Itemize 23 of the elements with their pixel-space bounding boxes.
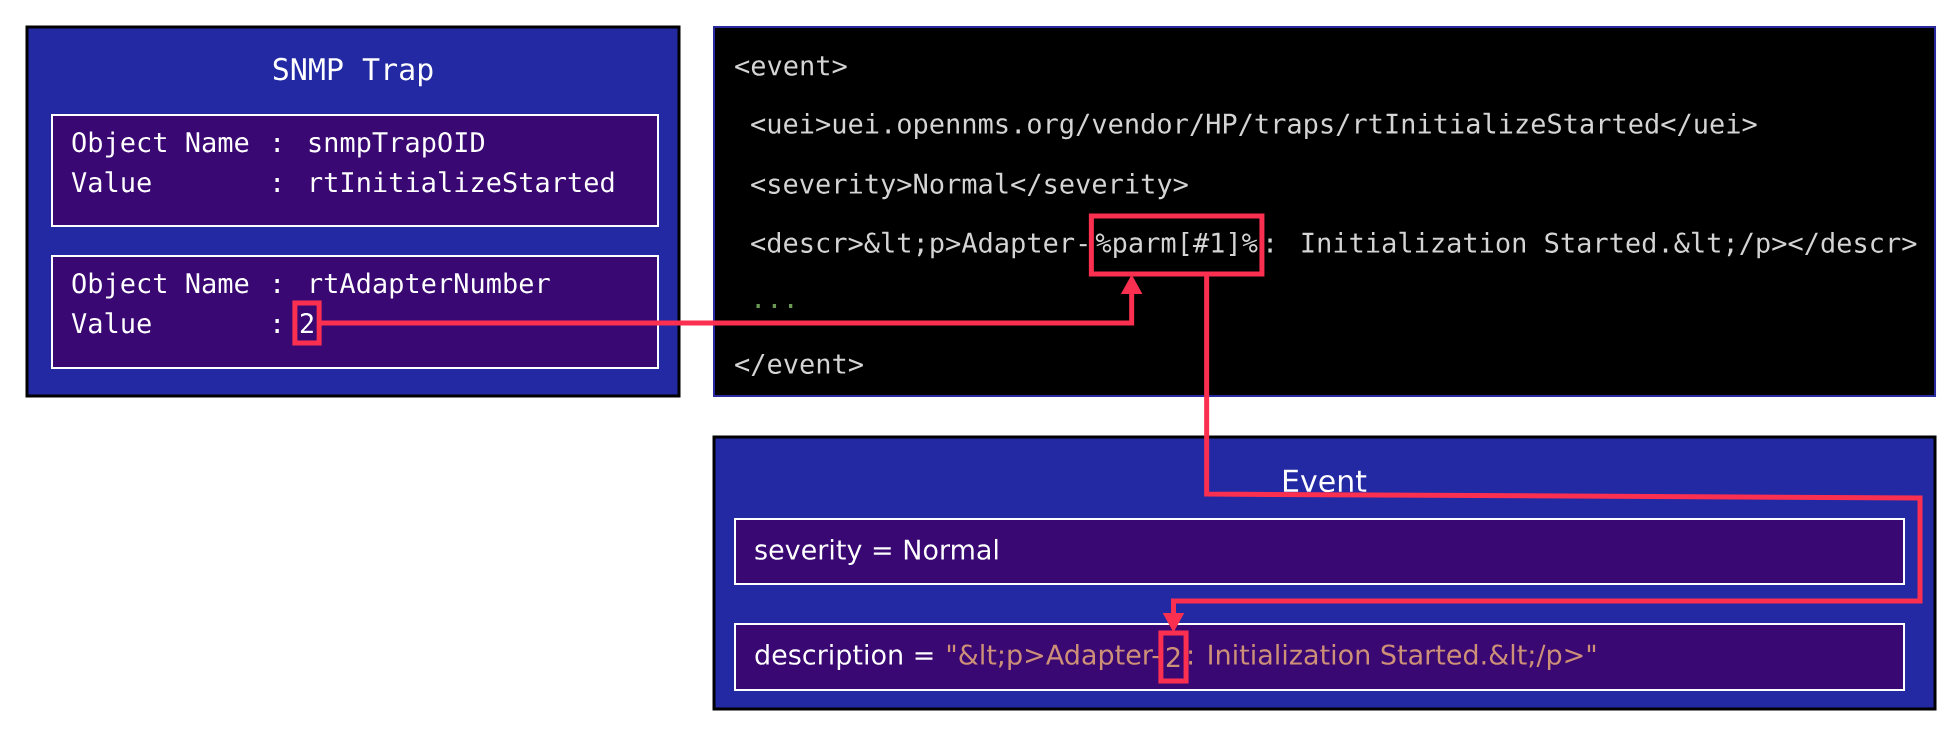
- field-text: Object Name: [72, 272, 249, 299]
- field-text: : snmpTrapOID: [275, 131, 485, 158]
- field-text: Object Name: [72, 131, 249, 158]
- highlight-box: %parm[#1]%: [1088, 213, 1265, 277]
- code-line: <event>: [735, 56, 847, 76]
- highlight-box: 2: [1158, 630, 1189, 684]
- code-line: </event>: [735, 353, 863, 377]
- field-text: Value: [71, 312, 151, 334]
- field-text: severity = Normal: [755, 538, 998, 566]
- code-line: : Initialization Started.&lt;/p></descr>: [1268, 231, 1917, 259]
- code-line: <severity>Normal</severity>: [751, 172, 1188, 200]
- field-text: : rtInitializeStarted: [275, 171, 614, 193]
- panel-title: Event: [1284, 469, 1367, 493]
- field-text: description =: [755, 643, 933, 671]
- field-text: :: [275, 319, 279, 333]
- code-line: <uei>uei.opennms.org/vendor/HP/traps/rtInitializeStarted</uei>: [751, 112, 1757, 140]
- field-text: : rtAdapterNumber: [275, 272, 550, 299]
- string-text: : Initialization Started.&lt;/p>": [1189, 643, 1596, 671]
- code-line: ...: [756, 304, 793, 308]
- highlight-box: 2: [292, 300, 322, 346]
- field-text: Value: [71, 171, 151, 193]
- panel-title: SNMP Trap: [273, 57, 433, 87]
- code-line: <descr>&lt;p>Adapter-: [751, 231, 1087, 259]
